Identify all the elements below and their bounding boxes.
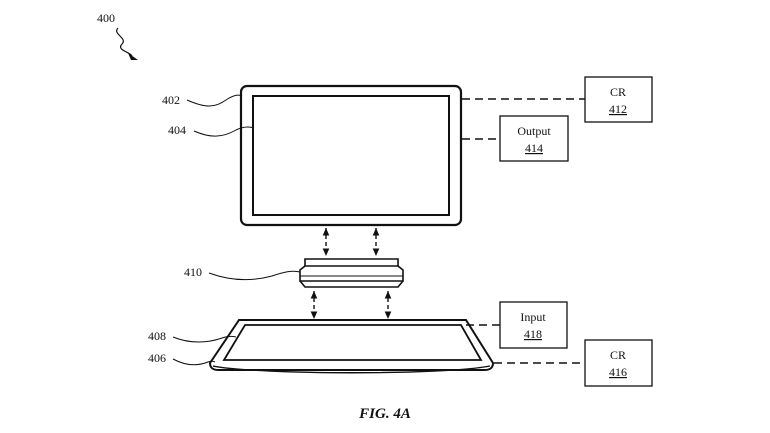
base-bottom-edge [212,365,491,374]
input-418-box: Input 418 [499,301,568,349]
cr-416-box: CR 416 [584,339,653,387]
ref-404-leader [193,126,255,137]
ref-402-leader [186,94,243,107]
base-device [208,319,495,374]
base-housing [208,319,495,371]
ref-404-label: 404 [168,123,186,137]
output-414-label: Output [517,124,551,138]
input-418-label: Input [520,310,546,324]
cr-416-label: CR [610,348,626,362]
ref-400-squiggle [116,27,133,57]
connector-device [299,258,404,288]
cr-412-label: CR [610,85,626,99]
cr-412-ref: 412 [609,102,627,116]
cr-416-ref: 416 [609,365,627,379]
ref-408-leader [172,335,237,343]
ref-410-leader [208,270,301,281]
input-418-ref: 418 [524,327,542,341]
ref-406-leader [172,358,216,366]
ref-402-label: 402 [162,93,180,107]
cr-412-box: CR 412 [584,76,653,123]
ref-400-arrowhead [128,53,138,60]
display-screen [252,95,450,216]
output-414-ref: 414 [525,141,543,155]
ref-408-label: 408 [148,329,166,343]
display-device [239,84,463,227]
output-414-box: Output 414 [499,115,569,162]
base-surface [222,324,483,361]
display-housing [239,84,463,227]
ref-400-label: 400 [97,11,115,25]
figure-caption: FIG. 4A [358,406,411,422]
ref-410-label: 410 [184,265,202,279]
ref-406-label: 406 [148,351,166,365]
